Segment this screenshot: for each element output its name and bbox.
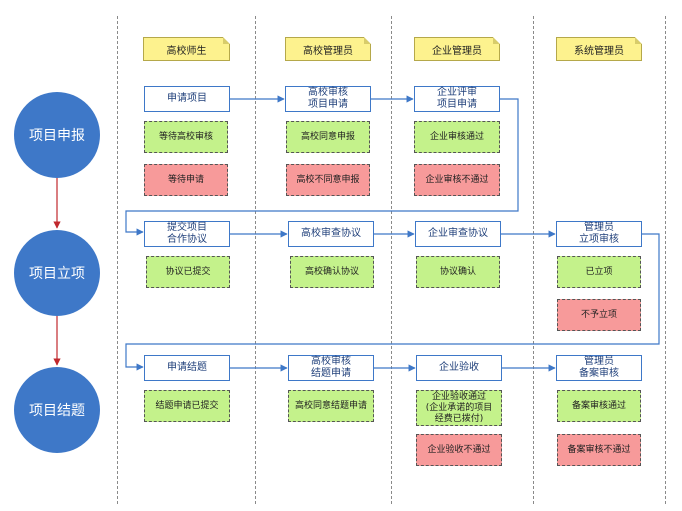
lane-divider [665, 16, 666, 504]
lane-header-system-admin: 系统管理员 [556, 37, 642, 61]
step-admin-approval: 管理员 立项审核 [556, 221, 642, 247]
arrow-approve-to-conclude [125, 233, 660, 371]
lane-divider [533, 16, 534, 504]
state-waiting-school: 等待高校审核 [144, 121, 228, 153]
state-rejected: 不予立项 [557, 299, 641, 331]
lane-header-enterprise-admin: 企业管理员 [414, 37, 500, 61]
phase-apply: 项目申报 [14, 92, 100, 178]
step-enterprise-review-apply: 企业评审 项目申请 [414, 86, 500, 112]
arrow-apply-to-approve [125, 98, 519, 236]
state-record-fail: 备案审核不通过 [557, 434, 641, 466]
phase-conclude: 项目结题 [14, 367, 100, 453]
phase-approve: 项目立项 [14, 230, 100, 316]
state-conclusion-submitted: 结题申请已提交 [144, 390, 230, 422]
state-school-confirm: 高校确认协议 [290, 256, 374, 288]
state-school-agree: 高校同意申报 [286, 121, 370, 153]
state-waiting-apply: 等待申请 [144, 164, 228, 196]
state-school-agree-conclusion: 高校同意结题申请 [288, 390, 374, 422]
step-apply-project: 申请项目 [144, 86, 230, 112]
state-acceptance-fail: 企业验收不通过 [416, 434, 502, 466]
lane-header-school-admin: 高校管理员 [285, 37, 371, 61]
step-apply-conclusion: 申请结题 [144, 355, 230, 381]
state-agreement-submitted: 协议已提交 [146, 256, 230, 288]
state-agreement-confirmed: 协议确认 [416, 256, 500, 288]
state-enterprise-pass: 企业审核通过 [414, 121, 500, 153]
step-enterprise-review-agreement: 企业审查协议 [415, 221, 501, 247]
step-school-review-conclusion: 高校审核 结题申请 [288, 355, 374, 381]
state-school-disagree: 高校不同意申报 [286, 164, 370, 196]
step-admin-record: 管理员 备案审核 [556, 355, 642, 381]
lane-divider [117, 16, 118, 504]
step-enterprise-acceptance: 企业验收 [416, 355, 502, 381]
step-school-review-apply: 高校审核 项目申请 [285, 86, 371, 112]
step-school-review-agreement: 高校审查协议 [288, 221, 374, 247]
state-enterprise-fail: 企业审核不通过 [414, 164, 500, 196]
lane-header-students: 高校师生 [143, 37, 230, 61]
lane-divider [255, 16, 256, 504]
state-record-pass: 备案审核通过 [557, 390, 641, 422]
state-acceptance-pass: 企业验收通过 (企业承诺的项目 经费已拨付) [416, 390, 502, 426]
lane-divider [391, 16, 392, 504]
step-submit-agreement: 提交项目 合作协议 [144, 221, 230, 247]
state-approved: 已立项 [557, 256, 641, 288]
